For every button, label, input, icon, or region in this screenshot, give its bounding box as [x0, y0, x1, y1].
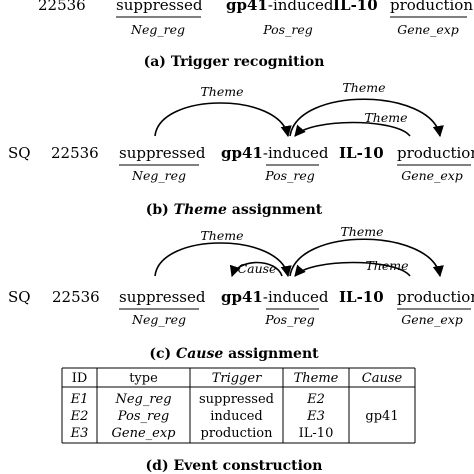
- svg-text:suppressed: suppressed: [199, 392, 274, 407]
- tag-neg-reg: Neg_reg: [131, 168, 186, 183]
- arc-theme-b3: [294, 121, 411, 137]
- svg-text:production: production: [201, 426, 274, 441]
- token-suppressed: suppressed: [119, 288, 206, 306]
- arc-label-cause: Cause: [238, 261, 277, 276]
- table-header-type: type: [129, 371, 158, 386]
- token-production: production: [390, 0, 473, 14]
- table-header-cause: Cause: [362, 371, 403, 386]
- arc-label-theme-b2: Theme: [342, 80, 385, 95]
- svg-text:Pos_reg: Pos_reg: [117, 409, 169, 424]
- table-cause-merged: gp41: [365, 409, 398, 424]
- arc-label-theme-b3: Theme: [364, 110, 407, 125]
- table-row: E2 Pos_reg induced E3: [70, 409, 325, 424]
- svg-text:Neg_reg: Neg_reg: [114, 392, 171, 407]
- arc-theme-c1: [154, 242, 292, 278]
- token-sq: SQ: [8, 288, 31, 306]
- table-header-theme: Theme: [294, 371, 339, 386]
- svg-text:IL-10: IL-10: [299, 426, 334, 441]
- token-il10: IL-10: [333, 0, 378, 14]
- svg-text:E1: E1: [70, 392, 89, 407]
- caption-a: (a) Trigger recognition: [144, 54, 325, 70]
- table-row: E3 Gene_exp production IL-10: [70, 426, 334, 441]
- tag-pos-reg: Pos_reg: [262, 22, 312, 37]
- token-num: 22536: [52, 288, 100, 306]
- arc-label-theme-c3: Theme: [365, 258, 408, 273]
- tag-pos-reg: Pos_reg: [264, 312, 314, 327]
- arc-theme-b1: [154, 102, 292, 138]
- arc-theme-c3: [294, 261, 411, 277]
- token-num: 22536: [38, 0, 86, 14]
- svg-text:induced: induced: [210, 409, 263, 424]
- event-table: ID type Trigger Theme Cause E1 Neg_reg s…: [61, 367, 416, 444]
- token-il10: IL-10: [339, 288, 384, 306]
- caption-d: (d) Event construction: [146, 458, 323, 474]
- table-row: E1 Neg_reg suppressed E2: [70, 392, 325, 407]
- panel-c: Theme Theme Theme Cause SQ 22536 suppres…: [8, 224, 474, 362]
- caption-b: (b) Theme assignment: [146, 202, 323, 218]
- svg-text:E3: E3: [306, 409, 325, 424]
- table-header-id: ID: [72, 371, 88, 386]
- tag-neg-reg: Neg_reg: [131, 312, 186, 327]
- panel-a: 22536 suppressed gp41-induced IL-10 prod…: [38, 0, 473, 70]
- tag-neg-reg: Neg_reg: [130, 22, 185, 37]
- token-production: production: [397, 144, 474, 162]
- token-num: 22536: [51, 144, 99, 162]
- token-gp41-induced: gp41-induced: [221, 288, 329, 306]
- arc-theme-b2: [289, 98, 444, 138]
- arc-label-theme-c2: Theme: [340, 224, 383, 239]
- tag-gene-exp: Gene_exp: [401, 168, 463, 183]
- arc-label-theme-c1: Theme: [200, 228, 243, 243]
- arc-cause: [229, 261, 283, 278]
- token-suppressed: suppressed: [116, 0, 203, 14]
- svg-text:E3: E3: [70, 426, 89, 441]
- tag-gene-exp: Gene_exp: [401, 312, 463, 327]
- caption-c: (c) Cause assignment: [149, 346, 319, 362]
- token-il10: IL-10: [339, 144, 384, 162]
- svg-text:Gene_exp: Gene_exp: [112, 426, 177, 441]
- svg-text:E2: E2: [70, 409, 89, 424]
- arc-label-theme-b1: Theme: [200, 84, 243, 99]
- token-gp41-induced: gp41-induced: [226, 0, 334, 14]
- token-gp41-induced: gp41-induced: [221, 144, 329, 162]
- token-production: production: [397, 288, 474, 306]
- table-header-trigger: Trigger: [212, 371, 262, 386]
- tag-pos-reg: Pos_reg: [264, 168, 314, 183]
- tag-gene-exp: Gene_exp: [397, 22, 459, 37]
- svg-text:E2: E2: [306, 392, 325, 407]
- token-sq: SQ: [8, 144, 31, 162]
- token-suppressed: suppressed: [119, 144, 206, 162]
- arc-theme-c2: [289, 238, 444, 278]
- panel-b: Theme Theme Theme SQ 22536 suppressed gp…: [8, 80, 474, 218]
